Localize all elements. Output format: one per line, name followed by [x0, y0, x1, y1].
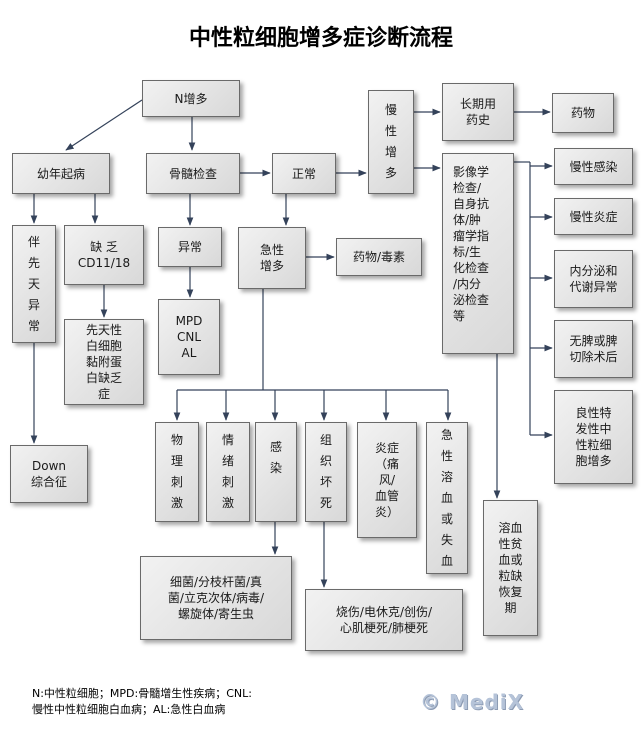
footnote: N:中性粒细胞；MPD:骨髓增生性疾病；CNL: 慢性中性粒细胞白血病；AL:急… — [32, 687, 252, 716]
node-long-term-drug: 长期用 药史 — [442, 83, 514, 141]
node-hemolytic-recovery: 溶血 性贫 血或 粒缺 恢复 期 — [483, 500, 538, 636]
node-tissue-necrosis: 组 织 坏 死 — [305, 422, 347, 522]
node-infection: 感 染 — [255, 422, 297, 522]
node-acute-increase: 急性 增多 — [238, 227, 306, 289]
medix-logo: © MediX — [420, 690, 525, 714]
node-drug-toxin: 药物/毒素 — [336, 238, 422, 276]
node-n-increase: N增多 — [142, 80, 240, 117]
node-normal: 正常 — [272, 153, 336, 194]
node-benign-hereditary: 良性特 发性中 性粒细 胞增多 — [554, 390, 633, 484]
node-imaging-tests: 影像学 检查/ 自身抗 体/肿 瘤学指 标/生 化检查 /内分 泌检查 等 — [442, 153, 514, 354]
node-inflammation-gout: 炎症 （痛 风/ 血管 炎） — [357, 422, 417, 538]
diagram-title: 中性粒细胞增多症诊断流程 — [188, 25, 453, 51]
node-emotional-stimulus: 情 绪 刺 激 — [206, 422, 250, 522]
node-chronic-inflammation: 慢性炎症 — [554, 198, 633, 235]
node-chronic-infection: 慢性感染 — [554, 148, 633, 185]
node-marrow-exam: 骨髓检查 — [146, 153, 240, 194]
node-mpd-cnl-al: MPD CNL AL — [158, 299, 220, 375]
node-down-syndrome: Down 综合征 — [10, 445, 88, 503]
node-asplenia: 无脾或脾 切除术后 — [554, 320, 633, 378]
node-endocrine-metabolic: 内分泌和 代谢异常 — [554, 250, 633, 308]
node-acute-hemolysis: 急 性 溶 血 或 失 血 — [426, 422, 468, 574]
node-physical-stimulus: 物 理 刺 激 — [155, 422, 199, 522]
node-abnormal: 异常 — [158, 227, 222, 267]
node-lad: 先天性 白细胞 黏附蛋 白缺乏 症 — [64, 319, 144, 405]
node-burns-infarction: 烧伤/电休克/创伤/ 心肌梗死/肺梗死 — [305, 589, 463, 651]
node-drugs: 药物 — [552, 93, 614, 133]
node-cd11-deficiency: 缺 乏 CD11/18 — [64, 225, 144, 285]
node-pathogens: 细菌/分枝杆菌/真 菌/立克次体/病毒/ 螺旋体/寄生虫 — [140, 556, 292, 640]
node-childhood-onset: 幼年起病 — [12, 153, 110, 194]
node-chronic-increase: 慢 性 增 多 — [368, 90, 414, 194]
node-congenital-abnormality: 伴 先 天 异 常 — [12, 225, 56, 343]
